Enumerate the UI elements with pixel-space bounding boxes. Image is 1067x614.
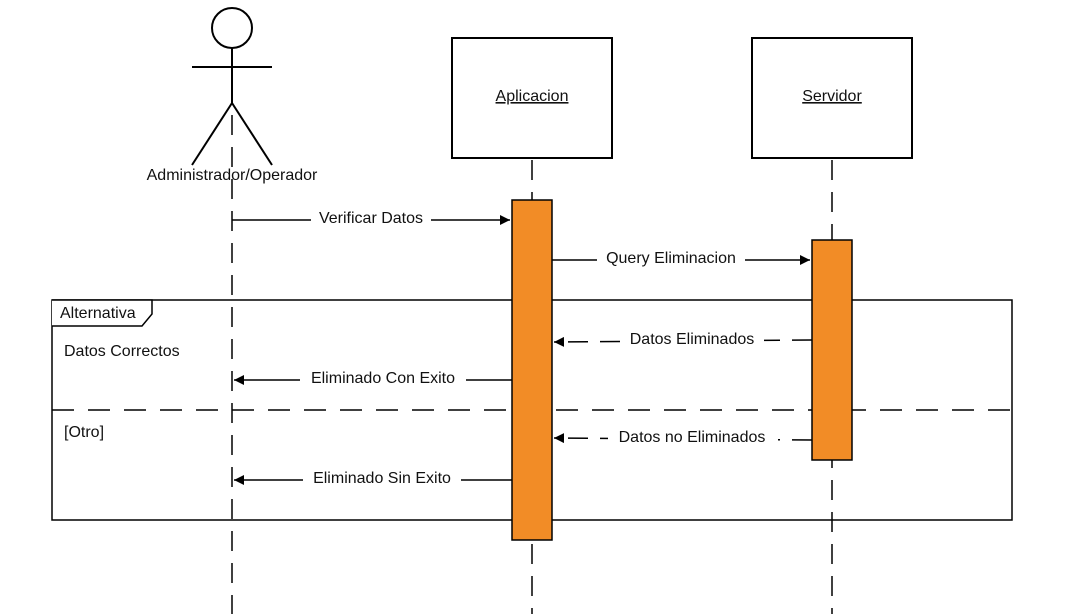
message-datos-eliminados: Datos Eliminados (553, 328, 813, 348)
message-eliminado-con-exito: Eliminado Con Exito (234, 368, 512, 388)
actor-leg-right (231, 102, 273, 166)
message-verificar-datos-label: Verificar Datos (319, 210, 423, 227)
alt-fragment-tab (52, 299, 153, 327)
message-datos-no-eliminados-label: Datos no Eliminados (619, 429, 766, 446)
actor-name: Administrador/Operador (147, 167, 318, 184)
message-eliminado-sin-exito-label: Eliminado Sin Exito (313, 470, 451, 487)
activation-servidor (811, 239, 853, 461)
alt-fragment-operator: Alternativa (60, 305, 136, 322)
message-eliminado-con-exito-label: Eliminado Con Exito (311, 370, 455, 387)
message-datos-eliminados-label: Datos Eliminados (630, 331, 755, 348)
message-eliminado-sin-exito: Eliminado Sin Exito (234, 468, 512, 488)
message-query-eliminacion: Query Eliminacion (552, 248, 810, 268)
message-verificar-datos: Verificar Datos (232, 208, 510, 228)
participant-aplicacion: Aplicacion (451, 37, 613, 159)
participant-aplicacion-box (451, 37, 613, 159)
alt-guard-2: [Otro] (64, 424, 104, 441)
participant-aplicacion-name: Aplicacion (496, 88, 569, 105)
actor-head (211, 7, 253, 49)
alt-guard-1: Datos Correctos (64, 343, 180, 360)
actor-leg-left (191, 102, 233, 166)
participant-servidor-box (751, 37, 913, 159)
message-datos-no-eliminados: Datos no Eliminados (553, 427, 813, 447)
participant-servidor: Servidor (751, 37, 913, 159)
participant-servidor-name: Servidor (802, 88, 862, 105)
actor-administrador: Administrador/Operador (147, 7, 318, 184)
message-query-eliminacion-label: Query Eliminacion (606, 250, 736, 267)
activation-aplicacion (511, 199, 553, 541)
